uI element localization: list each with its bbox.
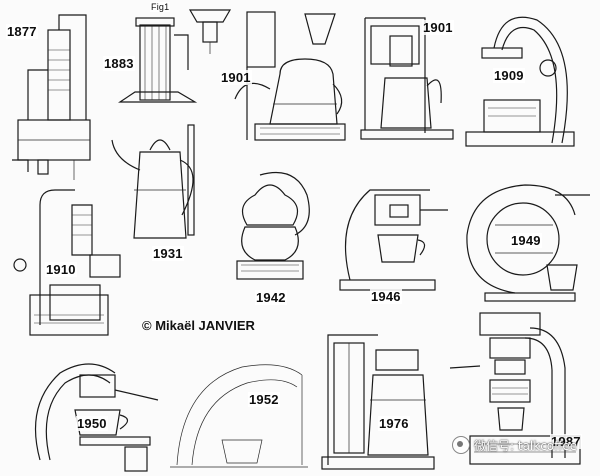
patent-drawing-1942: [236, 171, 310, 280]
patent-drawing-1950: [34, 363, 159, 472]
year-label-1952: 1952: [248, 392, 280, 407]
year-label-1949: 1949: [510, 233, 542, 248]
patent-drawing-1877: [12, 14, 91, 180]
patent-drawing-1976: [321, 334, 435, 470]
year-label-1901-machine: 1901: [422, 20, 454, 35]
watermark: 微信号: talkcoffee: [452, 436, 577, 454]
patent-drawing-1901-kettle: [234, 11, 346, 141]
year-label-1883: 1883: [103, 56, 135, 71]
watermark-text: 微信号: talkcoffee: [474, 438, 578, 453]
year-label-1950: 1950: [76, 416, 108, 431]
patent-drawing-1909: [465, 16, 575, 147]
patent-drawing-1910: [13, 189, 121, 336]
patent-drawing-1949: [466, 184, 590, 302]
year-label-1976: 1976: [378, 416, 410, 431]
year-label-1942: 1942: [255, 290, 287, 305]
patent-drawing-1931: [111, 124, 195, 239]
year-label-1901-kettle: 1901: [220, 70, 252, 85]
patent-drawing-1901-machine: [360, 17, 454, 140]
year-label-1877: 1877: [6, 24, 38, 39]
year-label-1946: 1946: [370, 289, 402, 304]
patent-drawing-1952: [170, 364, 308, 468]
patent-drawing-1883: [118, 17, 198, 103]
year-label-1910: 1910: [45, 262, 77, 277]
year-label-1987: 1987: [550, 434, 582, 449]
patent-drawing-filter-detail: [188, 9, 232, 54]
patent-drawing-1946: [339, 189, 448, 291]
patent-drawing-1987: [449, 312, 581, 465]
year-label-1931: 1931: [152, 246, 184, 261]
wechat-logo-icon: [452, 436, 470, 454]
year-label-1909: 1909: [493, 68, 525, 83]
copyright-credit: © Mikaël JANVIER: [142, 318, 255, 333]
patent-fig-label: Fig1: [150, 2, 171, 12]
